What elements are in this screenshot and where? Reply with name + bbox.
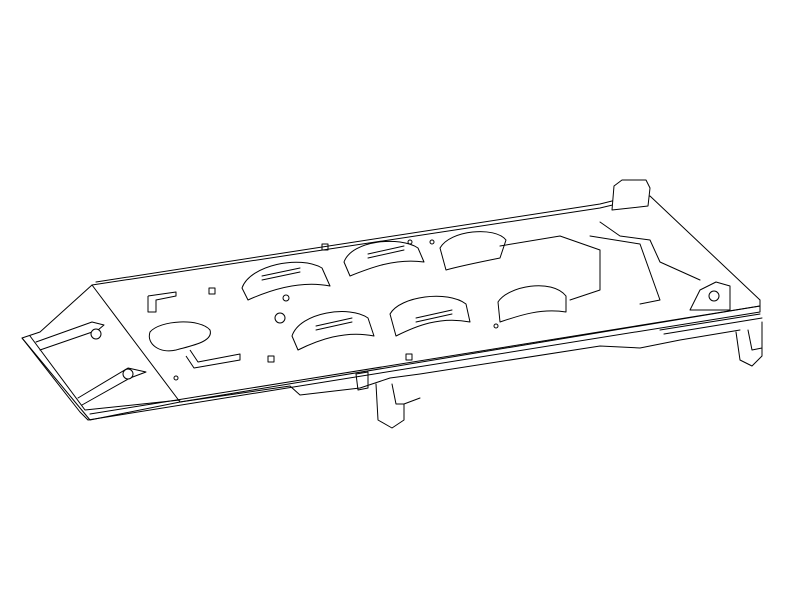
front-brackets <box>35 321 147 406</box>
rear-tab <box>611 179 763 335</box>
side-skirt <box>179 321 763 429</box>
plate-top <box>21 191 761 421</box>
cutouts <box>147 221 701 381</box>
raised-bumps <box>241 231 567 351</box>
